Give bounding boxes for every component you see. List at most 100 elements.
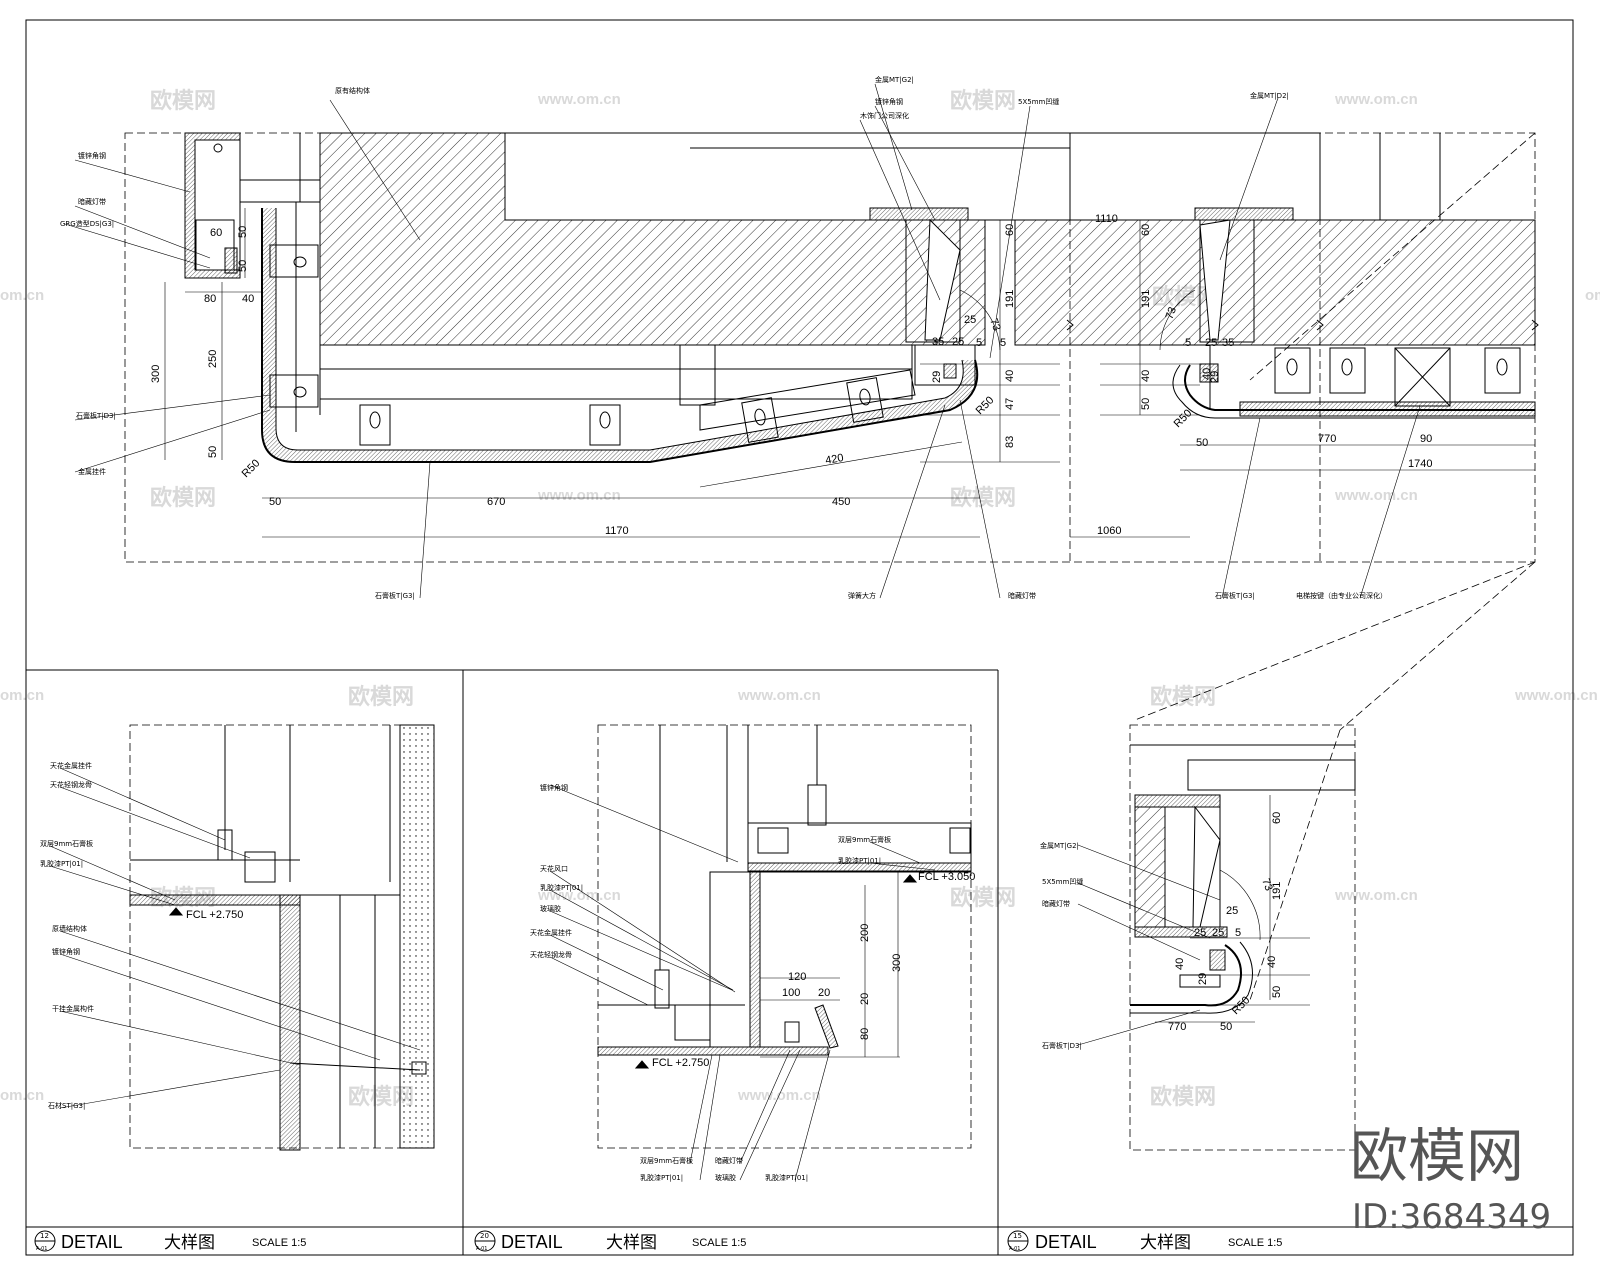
svg-text:1110: 1110 [1095,213,1118,225]
svg-text:金属MT|G2|: 金属MT|G2| [1040,841,1079,850]
svg-text:40: 40 [1174,958,1186,970]
svg-text:29: 29 [1209,371,1221,383]
svg-text:50: 50 [1140,398,1152,410]
svg-text:100: 100 [782,987,800,999]
svg-text:47: 47 [1004,398,1016,410]
label-metal: 金属MT|G2| [875,75,914,84]
watermark: www.om.cn [537,91,621,108]
svg-text:60: 60 [210,227,222,239]
svg-text:FCL +3.050: FCL +3.050 [918,871,975,883]
svg-text:乳胶漆PT|01|: 乳胶漆PT|01| [40,859,83,868]
brand-watermark: 欧模网 ID:3684349 [1350,1122,1551,1237]
svg-text:250: 250 [207,350,219,368]
svg-text:191: 191 [1004,290,1016,308]
watermark: 欧模网 [348,684,414,710]
svg-text:50: 50 [237,260,249,272]
title-block-15: 15 A-01 DETAIL 大样图 SCALE 1:5 [1007,1230,1282,1253]
label-led-strip-2: 暗藏灯带 [1008,591,1036,600]
svg-text:12: 12 [40,1232,49,1240]
label-gypsum: 石膏板T|D3| [76,411,116,420]
sheet-frame [25,19,1574,1256]
svg-text:200: 200 [859,924,871,942]
svg-text:670: 670 [487,496,505,508]
label-angle-steel: 镀锌角钢 [78,151,106,160]
title-block-20: 20 A-01 DETAIL 大样图 SCALE 1:5 [474,1230,746,1253]
svg-text:50: 50 [1196,437,1208,449]
svg-text:83: 83 [1004,436,1016,448]
svg-text:60: 60 [1140,224,1152,236]
label-grg: GRG造型DS|G3| [60,219,114,228]
svg-text:1060: 1060 [1097,525,1121,537]
title-en: DETAIL [501,1232,563,1252]
detail-20-labels: 镀锌角钢 天花风口 乳胶漆PT|01| 玻璃胶 天花金属挂件 天花轻钢龙骨 双层… [530,783,975,1182]
svg-text:191: 191 [1140,290,1152,308]
svg-text:双层9mm石膏板: 双层9mm石膏板 [838,835,891,844]
svg-text:5: 5 [1235,927,1241,939]
scale-text: SCALE 1:5 [692,1237,746,1249]
svg-text:60: 60 [1004,224,1016,236]
label-elevator-key: 电梯按键（由专业公司深化） [1296,591,1387,600]
svg-text:35: 35 [1222,337,1234,349]
svg-text:1170: 1170 [605,525,629,537]
svg-text:40: 40 [1004,370,1016,382]
svg-text:50: 50 [269,496,281,508]
watermark: www.om.cn [1334,487,1418,504]
svg-text:玻璃胶: 玻璃胶 [715,1173,736,1182]
svg-text:A-01: A-01 [476,1246,487,1252]
top-section-detail [64,83,1539,1001]
svg-text:FCL +2.750: FCL +2.750 [652,1057,709,1069]
svg-text:40: 40 [1201,368,1213,380]
svg-text:镀锌角钢: 镀锌角钢 [540,783,568,792]
detail-20 [549,724,972,1181]
brand-name: 欧模网 [1350,1122,1524,1190]
svg-text:420: 420 [824,452,844,467]
svg-text:原墙结构体: 原墙结构体 [52,924,87,933]
svg-text:25: 25 [1226,905,1238,917]
svg-text:5: 5 [976,337,982,349]
scale-text: SCALE 1:5 [1228,1237,1282,1249]
watermark: www.om.cn [537,887,621,904]
watermark: om.cn [0,687,44,704]
detail-12-labels: 天花金属挂件 天花轻钢龙骨 双层9mm石膏板 乳胶漆PT|01| 原墙结构体 镀… [40,761,243,1110]
svg-text:镀锌角钢: 镀锌角钢 [52,947,80,956]
watermark: 欧模网 [1150,684,1216,710]
watermark: 欧模网 [150,485,216,511]
svg-text:25: 25 [1205,337,1217,349]
svg-text:73: 73 [987,317,1002,333]
svg-text:50: 50 [1220,1021,1232,1033]
detail-15 [1077,724,1356,1151]
svg-text:玻璃胶: 玻璃胶 [540,904,561,913]
svg-text:A-01: A-01 [1009,1246,1020,1252]
svg-text:20: 20 [859,993,871,1005]
svg-text:天花风口: 天花风口 [540,864,568,873]
svg-text:25: 25 [964,314,976,326]
svg-text:乳胶漆PT|01|: 乳胶漆PT|01| [765,1173,808,1182]
label-led-strip: 暗藏灯带 [78,197,106,206]
svg-text:60: 60 [1271,812,1283,824]
title-cn: 大样图 [1140,1233,1191,1253]
watermark: 欧模网 [1150,1084,1216,1110]
watermark: 欧模网 [150,88,216,114]
svg-text:暗藏灯带: 暗藏灯带 [715,1156,743,1165]
watermark: 欧模网 [950,885,1016,911]
watermark: www.om.cn [537,487,621,504]
svg-text:1740: 1740 [1408,458,1432,470]
svg-text:25: 25 [1212,927,1224,939]
svg-text:R50: R50 [240,457,263,480]
watermark: om.cn [0,1087,44,1104]
watermark: www.om.cn [737,687,821,704]
svg-text:天花轻钢龙骨: 天花轻钢龙骨 [530,950,572,959]
svg-text:25: 25 [952,336,964,348]
svg-text:40: 40 [1266,956,1278,968]
svg-text:50: 50 [1271,986,1283,998]
label-metal-d2: 金属MT|D2| [1250,91,1289,100]
detail-12 [49,724,435,1151]
svg-text:15: 15 [1013,1232,1022,1240]
svg-text:石膏板T|D3|: 石膏板T|D3| [1042,1041,1082,1050]
title-cn: 大样图 [164,1233,215,1253]
svg-text:40: 40 [242,293,254,305]
svg-text:乳胶漆PT|01|: 乳胶漆PT|01| [838,856,881,865]
svg-text:300: 300 [150,365,162,383]
svg-text:5: 5 [1185,337,1191,349]
